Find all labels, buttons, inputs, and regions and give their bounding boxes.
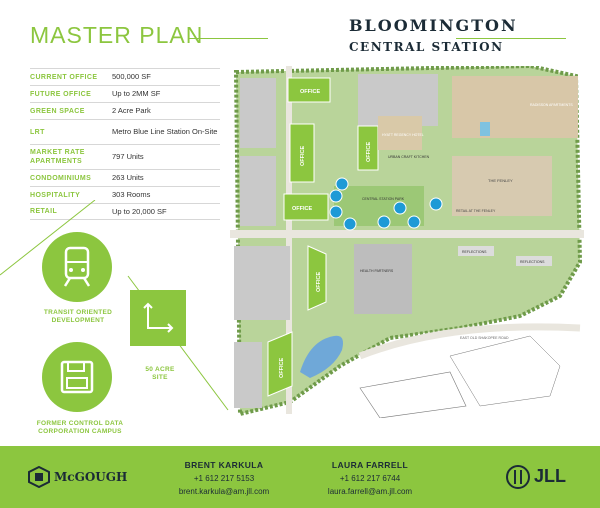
apartment-building — [452, 76, 578, 138]
office-block — [267, 331, 293, 397]
fact-row: LRT Metro Blue Line Station On-Site — [30, 119, 220, 144]
fact-value: 500,000 SF — [112, 72, 151, 81]
fact-value: Metro Blue Line Station On-Site — [112, 127, 218, 136]
parking-structure — [240, 78, 276, 148]
parking-structure — [234, 246, 290, 320]
mcgough-logo-icon — [28, 466, 50, 488]
fact-label: FUTURE OFFICE — [30, 90, 92, 98]
contact-phone[interactable]: +1 612 217 6744 — [339, 474, 401, 483]
fact-row: HOSPITALITY 303 Rooms — [30, 186, 220, 203]
title-rule-left — [188, 38, 268, 39]
site-trees — [233, 66, 583, 417]
reflections-building — [516, 256, 552, 266]
office-block — [287, 77, 331, 103]
floppy-disk-icon — [42, 342, 112, 412]
office-label: OFFICE — [300, 146, 306, 166]
reflections-building — [458, 246, 494, 256]
brand-line-1: BLOOMINGTON — [349, 16, 518, 35]
jll-logo-icon — [506, 465, 530, 489]
transit-caption: TRANSIT ORIENTED DEVELOPMENT — [43, 309, 113, 324]
fact-value: Up to 2MM SF — [112, 89, 161, 98]
road-east — [358, 323, 581, 360]
fact-label: MARKET RATE APARTMENTS — [30, 149, 85, 165]
fact-row: RETAIL Up to 20,000 SF — [30, 203, 220, 220]
urban-label: URBAN CRAFT KITCHEN — [388, 155, 430, 159]
site-lawn — [236, 66, 580, 414]
lrt-marker — [429, 197, 443, 211]
site-area-icon — [130, 290, 186, 346]
road-horizontal — [230, 230, 584, 238]
fact-label: GREEN SPACE — [30, 107, 85, 115]
contact-phone[interactable]: +1 612 217 5153 — [193, 474, 255, 483]
office-label: OFFICE — [279, 358, 285, 378]
fact-row: FUTURE OFFICE Up to 2MM SF — [30, 85, 220, 102]
fact-value: 797 Units — [112, 152, 144, 161]
pool — [480, 122, 490, 136]
jll-logo: JLL — [534, 466, 567, 486]
title-rule-right — [456, 38, 566, 39]
contact-name: LAURA FARRELL — [331, 460, 409, 470]
healthpartners-building — [354, 244, 412, 314]
fact-value: Up to 20,000 SF — [112, 206, 167, 216]
pond — [300, 335, 343, 378]
office-block — [283, 193, 329, 221]
fact-label: HOSPITALITY — [30, 191, 81, 199]
road-label: EAST OLD SHAKOPEE ROAD — [460, 336, 509, 340]
office-label: OFFICE — [300, 89, 320, 95]
reflections-label: REFLECTIONS — [520, 260, 545, 264]
fact-row: GREEN SPACE 2 Acre Park — [30, 102, 220, 119]
parking-structure — [240, 156, 276, 226]
contact-brent: BRENT KARKULA +1 612 217 5153 brent.kark… — [160, 460, 288, 496]
office-block — [289, 123, 315, 183]
office-label: OFFICE — [292, 206, 312, 212]
road-vertical — [286, 66, 292, 414]
site-caption: 50 ACRE SITE — [145, 366, 175, 381]
retail-finley-label: RETAIL AT THE FENLEY — [456, 209, 496, 213]
fact-label: CURRENT OFFICE — [30, 73, 98, 81]
parking-structure — [234, 342, 262, 408]
fact-label: CONDOMINIUMS — [30, 174, 92, 182]
fact-row: CURRENT OFFICE 500,000 SF — [30, 68, 220, 85]
brand-line-2: CENTRAL STATION — [349, 40, 504, 54]
contact-email[interactable]: laura.farrell@am.jll.com — [327, 487, 413, 496]
finley-building — [452, 156, 552, 216]
fact-label: LRT — [30, 128, 45, 136]
contact-name: BRENT KARKULA — [184, 460, 264, 470]
office-label: OFFICE — [366, 142, 372, 162]
fact-row: CONDOMINIUMS 263 Units — [30, 169, 220, 186]
train-icon — [42, 232, 112, 302]
mcgough-logo: McGOUGH — [54, 470, 128, 484]
neighboring-building — [449, 335, 561, 407]
finley-label: THE FENLEY — [488, 178, 513, 183]
footer-bar: McGOUGH BRENT KARKULA +1 612 217 5153 br… — [0, 446, 600, 508]
neighboring-building — [359, 371, 467, 418]
facts-table: CURRENT OFFICE 500,000 SF FUTURE OFFICE … — [30, 68, 220, 220]
fact-value: 303 Rooms — [112, 190, 151, 199]
hotel-label: HYATT REGENCY HOTEL — [382, 133, 424, 137]
fact-value: 263 Units — [112, 173, 144, 182]
park-label: CENTRAL STATION PARK — [362, 197, 405, 201]
lrt-marker — [377, 215, 391, 229]
healthpartners-label: HEALTH PARTNERS — [360, 269, 394, 273]
fact-row: MARKET RATE APARTMENTS 797 Units — [30, 144, 220, 169]
fact-value: 2 Acre Park — [112, 106, 151, 115]
lrt-marker — [407, 215, 421, 229]
fact-label: RETAIL — [30, 208, 58, 215]
contact-email[interactable]: brent.karkula@am.jll.com — [178, 487, 270, 496]
lrt-marker — [329, 205, 343, 219]
reflections-label: REFLECTIONS — [462, 250, 487, 254]
contact-laura: LAURA FARRELL +1 612 217 6744 laura.farr… — [306, 460, 434, 496]
page-title: MASTER PLAN — [30, 22, 204, 48]
radisson-label: RADISSON APARTMENTS — [530, 103, 573, 107]
lrt-marker — [329, 189, 343, 203]
office-block — [307, 245, 327, 311]
lrt-marker — [393, 201, 407, 215]
site-map: EAST OLD SHAKOPEE ROAD OFFICE OFFICE OFF… — [230, 66, 584, 418]
lrt-marker — [335, 177, 349, 191]
lrt-marker — [343, 217, 357, 231]
office-label: OFFICE — [316, 272, 322, 292]
campus-caption: FORMER CONTROL DATA CORPORATION CAMPUS — [36, 420, 124, 435]
hotel-building — [378, 116, 422, 150]
